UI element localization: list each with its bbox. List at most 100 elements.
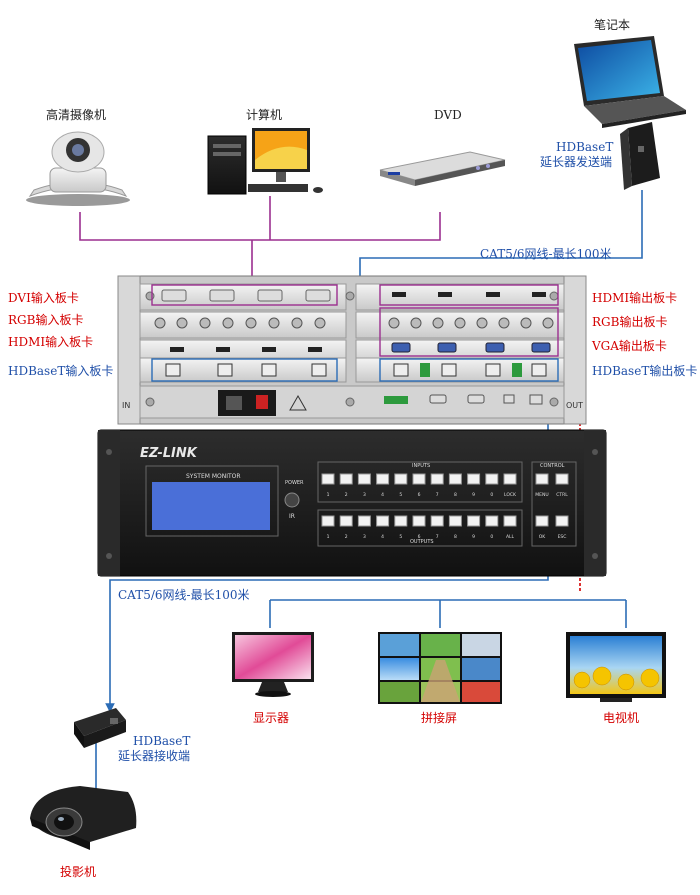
control-bottom-key-1[interactable] xyxy=(535,515,549,527)
matrix-front-panel: EZ-LINK SYSTEM MONITOR POWER IR INPUTS O… xyxy=(97,429,607,577)
output-key-label-11: ALL xyxy=(506,534,515,540)
laptop-label: 笔记本 xyxy=(594,18,631,32)
output-key-9[interactable] xyxy=(467,515,481,527)
ir-label: IR xyxy=(289,513,295,520)
dvi-input-card-label: DVI输入板卡 xyxy=(8,291,79,305)
input-key-label-8: 8 xyxy=(454,492,457,498)
hdbaset-sender-icon xyxy=(620,122,660,190)
hd-camera-icon xyxy=(26,131,130,206)
output-key-label-3: 3 xyxy=(363,534,366,540)
cat-cable-top-label: CAT5/6网线-最长100米 xyxy=(480,247,612,261)
projector-icon xyxy=(30,786,137,850)
output-key-label-4: 4 xyxy=(381,534,384,540)
hdmi-output-card-label: HDMI输出板卡 xyxy=(592,291,678,305)
input-key-label-11: LOCK xyxy=(504,492,517,498)
output-key-label-1: 1 xyxy=(327,534,330,540)
source-bus-line xyxy=(79,212,441,241)
input-key-label-6: 6 xyxy=(418,492,421,498)
hdbaset-receiver-icon xyxy=(74,708,126,748)
hdbaset-sender-label-line1: HDBaseT xyxy=(556,140,614,154)
inputs-label: INPUTS xyxy=(412,463,430,469)
control-top-key-label-1: MENU xyxy=(535,492,548,498)
power-label: POWER xyxy=(285,480,304,486)
control-top-key-2[interactable] xyxy=(555,473,569,485)
hdmi-input-card-label: HDMI输入板卡 xyxy=(8,335,94,349)
input-key-1[interactable] xyxy=(321,473,335,485)
dvd-player-icon xyxy=(379,151,506,186)
hdbaset-input-highlight xyxy=(151,358,338,382)
rear-out-label: OUT xyxy=(566,401,583,410)
hdbaset-input-card-label: HDBaseT输入板卡 xyxy=(8,364,114,378)
monitor-label: 显示器 xyxy=(253,711,290,725)
input-key-label-4: 4 xyxy=(381,492,384,498)
laptop-icon xyxy=(574,36,686,128)
output-key-10[interactable] xyxy=(485,515,499,527)
control-bottom-key-label-1: OK xyxy=(539,534,547,540)
hdbaset-receiver-label-line2: 延长器接收端 xyxy=(118,749,191,763)
input-key-label-7: 7 xyxy=(436,492,439,498)
brand-logo: EZ-LINK xyxy=(140,446,198,461)
cat-cable-bottom-label: CAT5/6网线-最长100米 xyxy=(118,588,250,602)
input-key-9[interactable] xyxy=(467,473,481,485)
input-key-label-9: 9 xyxy=(472,492,475,498)
control-bottom-key-label-2: ESC xyxy=(558,534,567,540)
input-key-label-1: 1 xyxy=(327,492,330,498)
computer-icon xyxy=(207,128,323,195)
input-key-2[interactable] xyxy=(339,473,353,485)
matrix-rear-chassis: IN OUT xyxy=(117,275,587,425)
card-highlight-boxes xyxy=(151,284,559,382)
output-key-label-6: 6 xyxy=(418,534,421,540)
input-key-3[interactable] xyxy=(357,473,371,485)
video-wall-label: 拼接屏 xyxy=(421,711,458,725)
hd-camera-label: 高清摄像机 xyxy=(46,108,107,122)
output-key-7[interactable] xyxy=(430,515,444,527)
monitor-icon xyxy=(232,632,314,697)
tv-label: 电视机 xyxy=(603,711,640,725)
video-wall-icon xyxy=(378,632,502,704)
lcd-screen xyxy=(152,482,270,530)
output-key-2[interactable] xyxy=(339,515,353,527)
tv-icon xyxy=(566,632,666,702)
computer-label: 计算机 xyxy=(246,108,283,122)
rgb-input-card-label: RGB输入板卡 xyxy=(8,313,84,327)
projector-label: 投影机 xyxy=(60,865,97,879)
dvd-label: DVD xyxy=(434,108,462,122)
output-key-8[interactable] xyxy=(448,515,462,527)
vga-output-card-label: VGA输出板卡 xyxy=(592,339,667,353)
output-key-label-9: 9 xyxy=(472,534,475,540)
output-key-11[interactable] xyxy=(503,515,517,527)
system-monitor-label: SYSTEM MONITOR xyxy=(186,473,241,480)
input-key-10[interactable] xyxy=(485,473,499,485)
input-key-7[interactable] xyxy=(430,473,444,485)
output-key-6[interactable] xyxy=(412,515,426,527)
output-key-label-7: 7 xyxy=(436,534,439,540)
input-key-5[interactable] xyxy=(394,473,408,485)
outputs-label: OUTPUTS xyxy=(410,539,434,545)
dvi-input-highlight xyxy=(151,284,338,306)
output-key-label-5: 5 xyxy=(399,534,402,540)
hdmi-output-highlight xyxy=(379,284,559,306)
input-key-6[interactable] xyxy=(412,473,426,485)
rear-in-label: IN xyxy=(122,401,130,410)
input-key-label-5: 5 xyxy=(399,492,402,498)
input-key-label-3: 3 xyxy=(363,492,366,498)
output-key-3[interactable] xyxy=(357,515,371,527)
rgb-output-card-label: RGB输出板卡 xyxy=(592,315,668,329)
input-key-8[interactable] xyxy=(448,473,462,485)
input-key-label-2: 2 xyxy=(345,492,348,498)
output-key-5[interactable] xyxy=(394,515,408,527)
output-key-label-2: 2 xyxy=(345,534,348,540)
output-key-4[interactable] xyxy=(376,515,390,527)
input-key-11[interactable] xyxy=(503,473,517,485)
output-key-1[interactable] xyxy=(321,515,335,527)
hdbaset-output-highlight xyxy=(379,358,559,382)
power-button[interactable] xyxy=(284,492,300,508)
control-top-key-1[interactable] xyxy=(535,473,549,485)
control-bottom-key-2[interactable] xyxy=(555,515,569,527)
input-key-4[interactable] xyxy=(376,473,390,485)
output-key-label-8: 8 xyxy=(454,534,457,540)
